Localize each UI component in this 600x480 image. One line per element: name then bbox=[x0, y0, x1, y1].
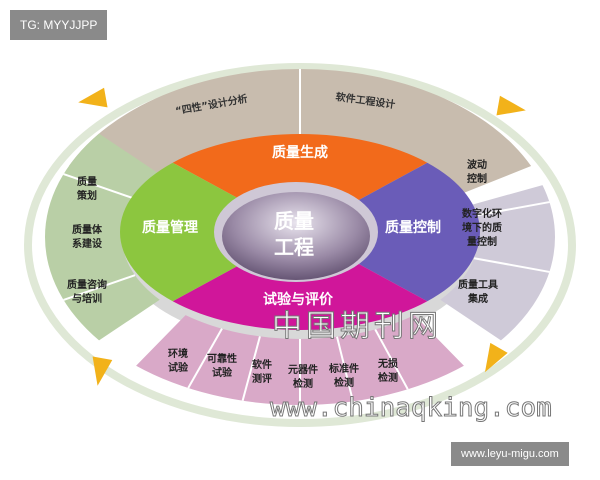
outer-left-label: 质量体 bbox=[72, 223, 103, 236]
outer-bottom-label: 无损 bbox=[377, 357, 398, 370]
ring-quadrant-right bbox=[300, 162, 480, 302]
ring-label-bottom: 试验与评价 bbox=[263, 291, 334, 308]
outer-right-label: 波动 bbox=[467, 158, 487, 171]
outer-segment-left bbox=[44, 133, 160, 341]
segment-divider bbox=[187, 328, 223, 389]
outer-bottom-label: 元器件 bbox=[288, 363, 318, 376]
arrow-icon bbox=[485, 342, 508, 373]
outer-bottom-label: 软件 bbox=[252, 358, 272, 371]
outer-left-label: 与培训 bbox=[72, 292, 102, 305]
orbit-ring bbox=[24, 63, 576, 427]
segment-divider bbox=[473, 257, 550, 273]
watermark-url: www.chinaqking.com bbox=[270, 393, 553, 423]
center-title-line2: 工程 bbox=[274, 235, 314, 259]
outer-left-label: 系建设 bbox=[72, 237, 102, 250]
outer-right-label: 境下的质 bbox=[462, 221, 502, 234]
center-title-line1: 质量 bbox=[274, 209, 314, 233]
outer-right-label: 集成 bbox=[467, 292, 488, 305]
outer-left-label: 质量咨询 bbox=[67, 278, 107, 291]
outer-bottom-label: 可靠性 bbox=[207, 352, 237, 365]
tag-label: TG: MYYJJPP bbox=[10, 10, 108, 40]
outer-bottom-label: 检测 bbox=[293, 377, 313, 390]
outer-bottom-label: 测评 bbox=[252, 372, 272, 385]
segment-divider bbox=[374, 328, 409, 390]
ring-label-top: 质量生成 bbox=[272, 144, 328, 161]
arrow-icon bbox=[496, 95, 526, 116]
segment-divider bbox=[241, 336, 261, 401]
site-tag: www.leyu-migu.com bbox=[451, 442, 569, 466]
segment-divider bbox=[63, 173, 136, 200]
arrow-icon bbox=[92, 356, 113, 386]
outer-left-label: 策划 bbox=[77, 189, 97, 202]
outer-right-label: 质量工具 bbox=[458, 278, 498, 291]
outer-right-label: 数字化环 bbox=[462, 207, 502, 220]
outer-bottom-label: 检测 bbox=[334, 376, 354, 389]
outer-bottom-label: 环境 bbox=[168, 347, 188, 360]
segment-divider bbox=[473, 201, 550, 217]
outer-right-label: 量控制 bbox=[467, 235, 497, 248]
outer-bottom-label: 试验 bbox=[168, 361, 189, 374]
outer-bottom-label: 检测 bbox=[378, 371, 398, 384]
segment-divider bbox=[336, 336, 354, 402]
center-core bbox=[222, 192, 370, 280]
outer-left-label: 质量 bbox=[77, 175, 97, 188]
ring-label-right: 质量控制 bbox=[385, 219, 441, 236]
segment-divider bbox=[63, 274, 136, 301]
outer-right-label: 控制 bbox=[467, 172, 487, 185]
outer-bottom-label: 试验 bbox=[212, 366, 233, 379]
outer-bottom-label: 标准件 bbox=[328, 362, 359, 375]
arrow-icon bbox=[78, 87, 108, 108]
ring-label-left: 质量管理 bbox=[142, 219, 198, 236]
watermark-cn: 中国期刊网 bbox=[272, 309, 442, 344]
ring-quadrant-left bbox=[120, 162, 300, 302]
